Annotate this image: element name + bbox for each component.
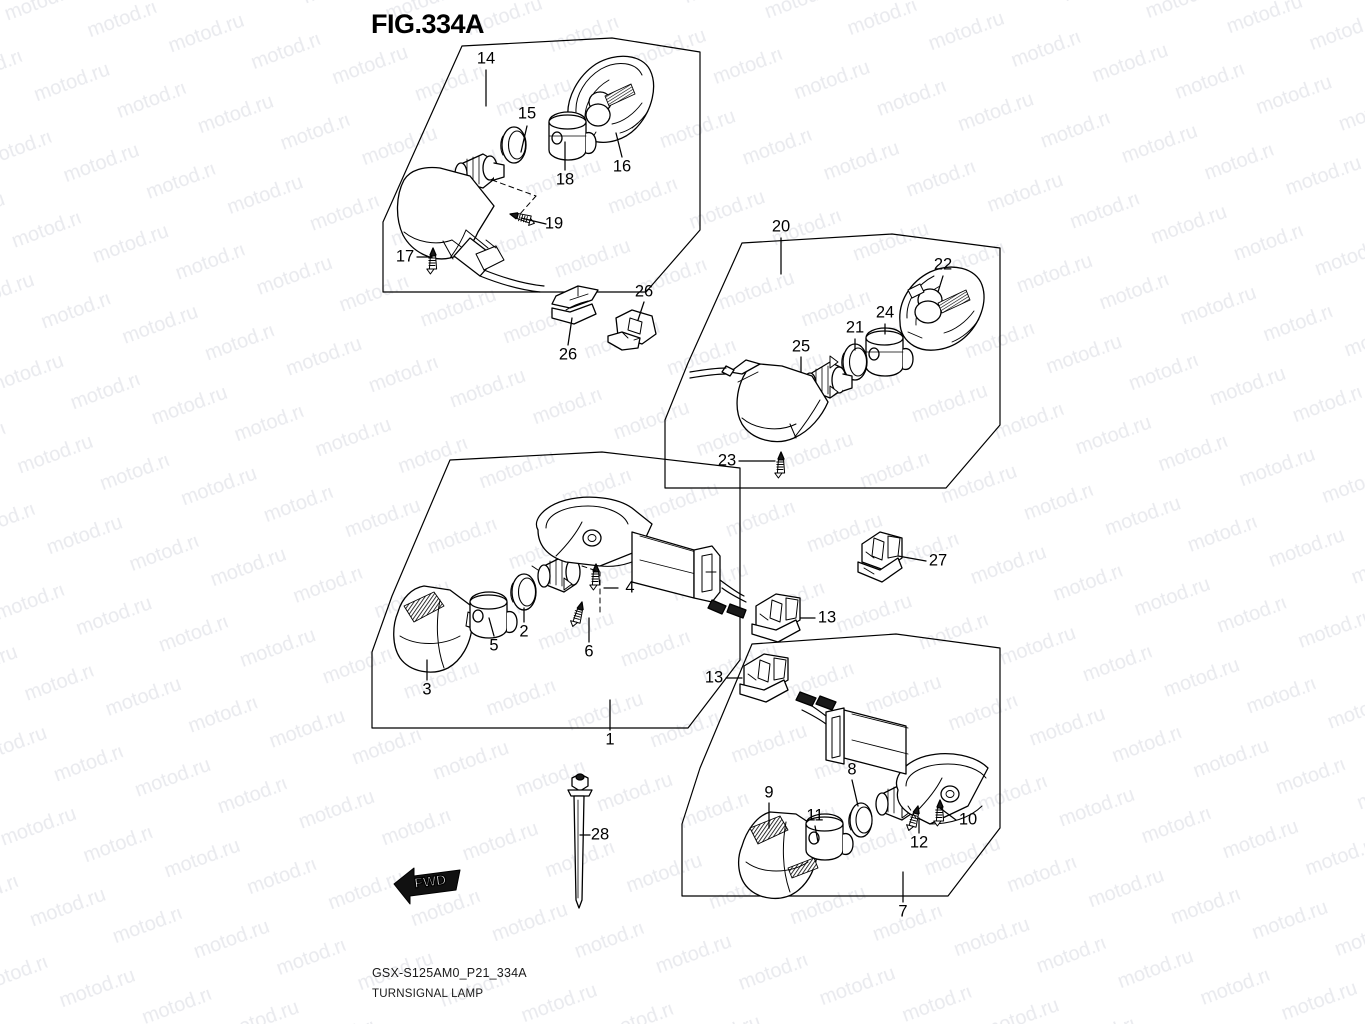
footer-code: GSX-S125AM0_P21_334A bbox=[372, 966, 527, 980]
callout-10: 10 bbox=[958, 810, 978, 829]
callout-13-a: 13 bbox=[817, 608, 837, 627]
callout-27: 27 bbox=[928, 551, 948, 570]
part-4-screw-rear bbox=[589, 563, 601, 591]
callout-7: 7 bbox=[898, 902, 908, 921]
callout-14: 14 bbox=[476, 49, 496, 68]
callout-5: 5 bbox=[489, 636, 499, 655]
callout-15: 15 bbox=[517, 104, 537, 123]
callout-6: 6 bbox=[584, 642, 594, 661]
callout-16: 16 bbox=[612, 157, 632, 176]
leader-lines bbox=[416, 69, 957, 903]
part-20-lamp-body-front-right bbox=[689, 359, 829, 443]
callout-25: 25 bbox=[791, 337, 811, 356]
callout-4: 4 bbox=[625, 578, 635, 597]
callout-19: 19 bbox=[544, 214, 564, 233]
callout-21: 21 bbox=[845, 318, 865, 337]
callout-28: 28 bbox=[590, 825, 610, 844]
callout-22: 22 bbox=[933, 255, 953, 274]
callout-2: 2 bbox=[519, 622, 529, 641]
callout-12: 12 bbox=[909, 833, 929, 852]
part-6-screw-rear bbox=[568, 599, 587, 629]
callout-26-a: 26 bbox=[558, 345, 578, 364]
callout-8: 8 bbox=[847, 760, 857, 779]
part-27-harness-clamp bbox=[857, 531, 903, 583]
callout-24: 24 bbox=[875, 303, 895, 322]
callout-26-b: 26 bbox=[634, 282, 654, 301]
callout-20: 20 bbox=[771, 217, 791, 236]
callout-3: 3 bbox=[422, 680, 432, 699]
part-14-lamp-body-front-left bbox=[396, 166, 545, 293]
part-8-lens-gasket-rear-right bbox=[848, 802, 873, 838]
callout-23: 23 bbox=[717, 451, 737, 470]
callout-11: 11 bbox=[806, 806, 824, 825]
callout-18: 18 bbox=[555, 170, 575, 189]
part-5-bulb-rear bbox=[469, 591, 518, 639]
part-26-clip-b bbox=[607, 309, 657, 351]
part-1-lamp-body-rear-left bbox=[535, 496, 747, 619]
part-13-clamp-b bbox=[739, 653, 789, 703]
fwd-arrow: FWD bbox=[393, 867, 461, 905]
callout-13-b: 13 bbox=[704, 668, 724, 687]
callout-1: 1 bbox=[605, 730, 615, 749]
page-title: FIG.334A bbox=[371, 9, 485, 39]
part-3-lens-rear-left bbox=[393, 585, 477, 673]
footer-name: TURNSIGNAL LAMP bbox=[372, 988, 484, 1000]
part-2-lens-gasket-rear bbox=[510, 573, 537, 611]
callout-17: 17 bbox=[395, 247, 415, 266]
callout-9: 9 bbox=[764, 783, 774, 802]
part-13-clamp-a bbox=[751, 593, 801, 643]
part-23-screw-front-right bbox=[774, 451, 786, 479]
part-28-cable-tie bbox=[567, 773, 593, 909]
